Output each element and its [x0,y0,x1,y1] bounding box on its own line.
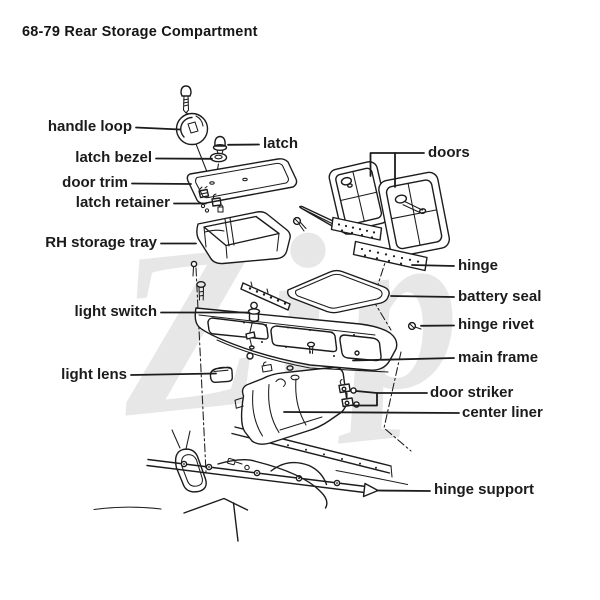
label-door-striker: door striker [430,384,514,401]
part-hinges [330,216,428,272]
part-hinge-support [146,458,379,498]
label-battery-seal: battery seal [458,288,542,305]
part-battery-seal [286,269,390,314]
part-main-frame [190,260,398,373]
label-doors: doors [428,144,470,161]
part-retainer-clips [246,352,294,373]
part-light-lens [209,366,233,383]
label-hinge-support: hinge support [434,481,534,498]
part-door-trim [186,158,298,205]
leader-lines [130,126,460,492]
part-center-liner [234,366,348,445]
label-handle-loop: handle loop [47,118,132,135]
part-door-striker [338,378,360,408]
label-light-switch: light switch [74,303,158,320]
part-mount-screw [180,85,192,114]
label-center-liner: center liner [462,404,543,421]
label-main-frame: main frame [458,349,539,366]
part-latch [212,135,228,155]
label-latch-bezel: latch bezel [75,149,152,166]
part-light-switch [245,301,261,350]
label-hinge-rivet: hinge rivet [458,316,534,333]
page-title: 68-79 Rear Storage Compartment [22,24,258,40]
label-hinge: hinge [458,257,498,274]
label-door-trim: door trim [62,174,128,191]
part-hinge-rivet [407,321,422,331]
label-light-lens: light lens [61,366,127,383]
label-latch-retainer: latch retainer [75,194,170,211]
part-storage-tray [196,211,291,265]
label-latch: latch [263,135,299,152]
label-rh-storage-tray: RH storage tray [45,234,157,251]
car-body-sketch [93,426,409,542]
